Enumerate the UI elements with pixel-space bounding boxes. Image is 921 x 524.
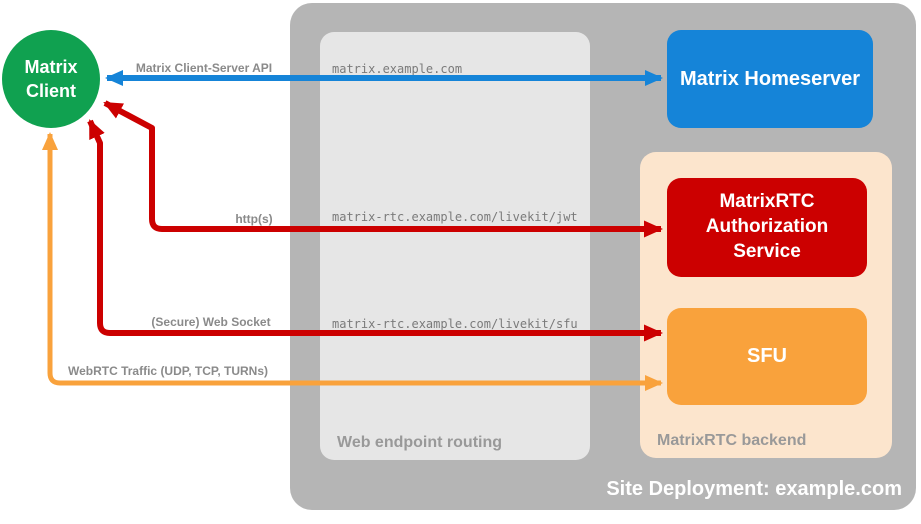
- matrixrtc-backend-label: MatrixRTC backend: [657, 432, 807, 449]
- sfu-node: SFU: [667, 308, 867, 405]
- endpoint-matrix-example-com: matrix.example.com: [332, 62, 463, 76]
- websocket-arrow-label: (Secure) Web Socket: [151, 315, 271, 329]
- https-arrow-label: http(s): [235, 212, 273, 226]
- matrix-homeserver-label: Matrix Homeserver: [679, 67, 861, 90]
- webrtc-traffic-arrow-label: WebRTC Traffic (UDP, TCP, TURNs): [67, 364, 269, 378]
- client-server-api-arrow-label: Matrix Client-Server API: [135, 61, 273, 75]
- sfu-label: SFU: [747, 345, 787, 367]
- matrix-homeserver-node: Matrix Homeserver: [667, 30, 873, 128]
- matrixrtc-auth-service-node: MatrixRTC Authorization Service: [667, 178, 867, 277]
- matrixrtc-backend-container: MatrixRTC Authorization Service SFU Matr…: [640, 152, 892, 458]
- site-deployment-label: Site Deployment: example.com: [606, 478, 902, 500]
- matrixrtc-auth-service-label: MatrixRTC Authorization Service: [705, 191, 829, 262]
- endpoint-livekit-jwt: matrix-rtc.example.com/livekit/jwt: [332, 210, 578, 224]
- matrix-client-node: Matrix Client: [2, 30, 100, 128]
- endpoint-livekit-sfu: matrix-rtc.example.com/livekit/sfu: [332, 317, 578, 331]
- web-endpoint-routing-box: Web endpoint routing: [320, 32, 590, 460]
- matrix-client-label: Matrix Client: [24, 56, 78, 101]
- web-endpoint-routing-label: Web endpoint routing: [337, 434, 503, 451]
